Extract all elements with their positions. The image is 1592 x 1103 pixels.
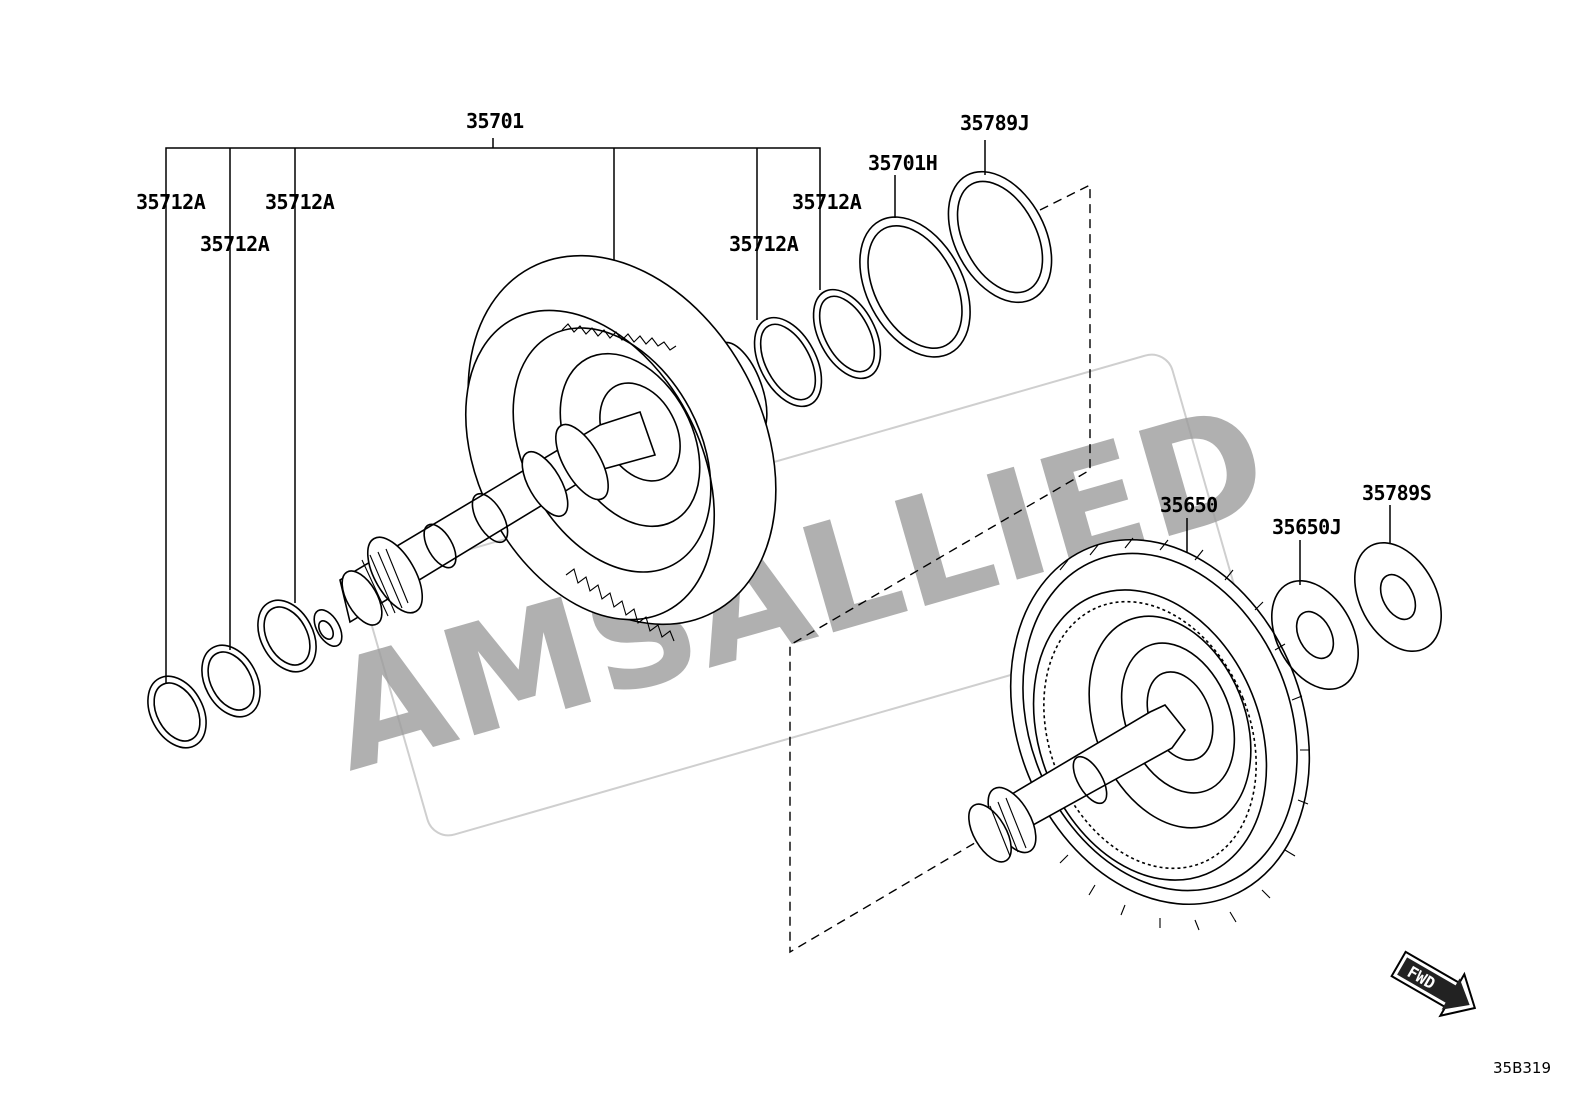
callout-35650: 35650 [1160,493,1218,517]
race-35789s [1353,541,1443,653]
callout-35701h: 35701H [868,151,937,175]
assembly-guide-dashed [789,183,1091,954]
callout-35712a-1: 35712A [136,190,206,214]
snap-ring-35712a-right [753,288,882,408]
callout-35789j: 35789J [960,111,1029,135]
clutch-drum-35650 [968,537,1311,931]
callout-35701: 35701 [466,109,524,133]
washer-35701h [859,216,971,358]
washer-35650j [1270,579,1360,691]
fwd-arrow-icon: FWD [1390,950,1477,1018]
snap-ring-35712a-left [147,599,317,749]
callout-35712a-5: 35712A [729,232,799,256]
ring-gear-shaft-35701 [313,254,777,647]
callout-35712a-3: 35712A [265,190,335,214]
callout-35712a-4: 35712A [792,190,862,214]
callout-35712a-2: 35712A [200,232,270,256]
diagram-code: 35B319 [1493,1059,1551,1077]
callout-35650j: 35650J [1272,515,1341,539]
callout-35789s: 35789S [1362,481,1431,505]
callout-labels: 35701 35712A 35712A 35712A 35712A 35712A… [136,109,1432,539]
race-35789j [947,170,1053,304]
